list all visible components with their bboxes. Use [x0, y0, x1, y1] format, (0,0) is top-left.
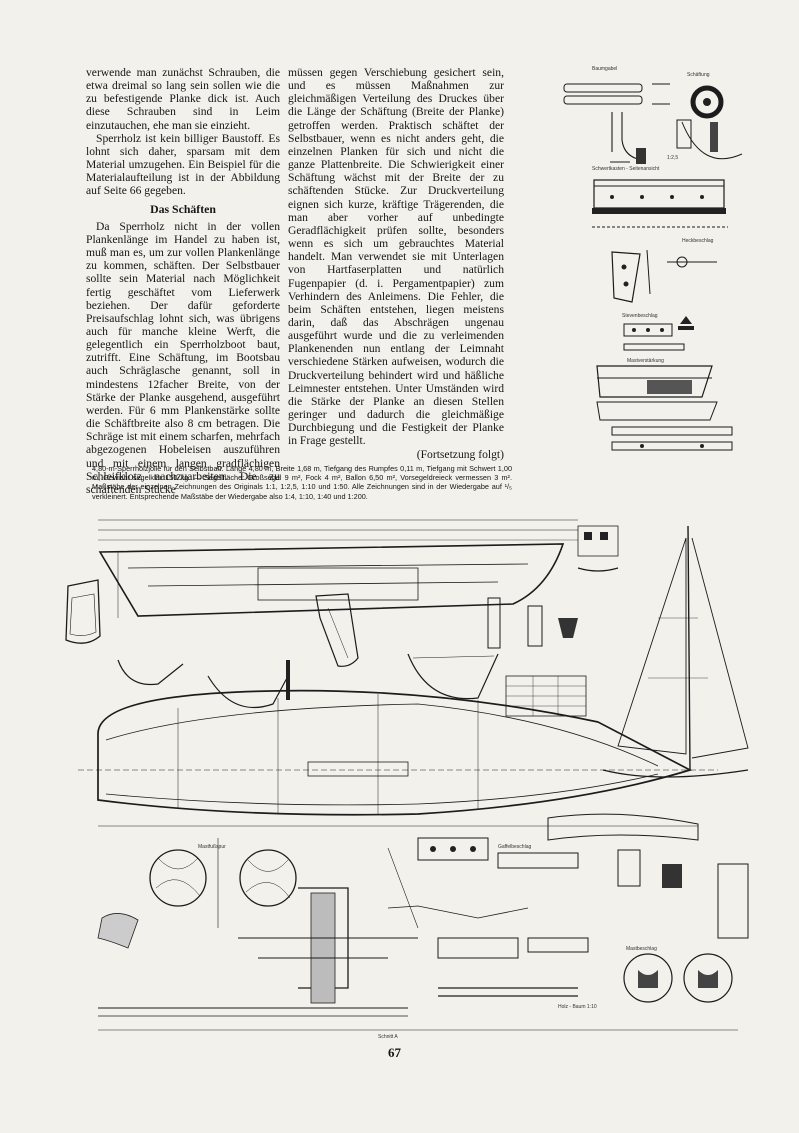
figure-caption: 4,80-m-Sperrholzjolle für den Selbstbau.… [92, 464, 512, 501]
label-baumgabel: Baumgabel [592, 66, 617, 72]
paragraph: Da Sperrholz nicht in der vollen Planken… [86, 219, 280, 496]
section-heading: Das Schäften [150, 201, 216, 216]
label-mastfuss: Mastfußspur [198, 844, 226, 850]
label-mastverstaerkung: Mastverstärkung [627, 358, 664, 364]
label-scale: 1:2,5 [667, 155, 678, 161]
label-gaffelbeschlag: Gaffelbeschlag [498, 844, 531, 850]
label-mastbeschlag: Mastbeschlag [626, 946, 657, 952]
label-stevenbeschlag: Stevenbeschlag [622, 313, 658, 319]
fitting-details-drawing: Baumgabel Schäftung 1:2,5 Schwertkasten … [563, 66, 743, 451]
paragraph: müssen gegen Verschiebung gesichert sein… [288, 66, 504, 448]
continuation-note: (Fortsetzung folgt) [416, 447, 504, 461]
page-number: 67 [388, 1045, 401, 1060]
label-heckbeschlag: Heckbeschlag [682, 238, 714, 244]
label-schaeftung: Schäftung [687, 72, 710, 78]
label-baum: Holz - Baum 1:10 [558, 1004, 597, 1010]
label-schwertkasten: Schwertkasten - Seitenansicht [592, 166, 660, 172]
boat-plan-drawing: Mastfußspur Gaffelbeschlag Mastbeschlag [65, 519, 749, 1040]
text-column-right: müssen gegen Verschiebung gesichert sein… [288, 66, 504, 461]
paragraph: verwende man zunächst Schrauben, die etw… [86, 66, 280, 132]
label-schnitt: Schnitt A [378, 1034, 398, 1040]
text-column-left: verwende man zunächst Schrauben, die etw… [86, 66, 280, 496]
paragraph: Sperrholz ist kein billiger Baustoff. Es… [86, 131, 280, 198]
